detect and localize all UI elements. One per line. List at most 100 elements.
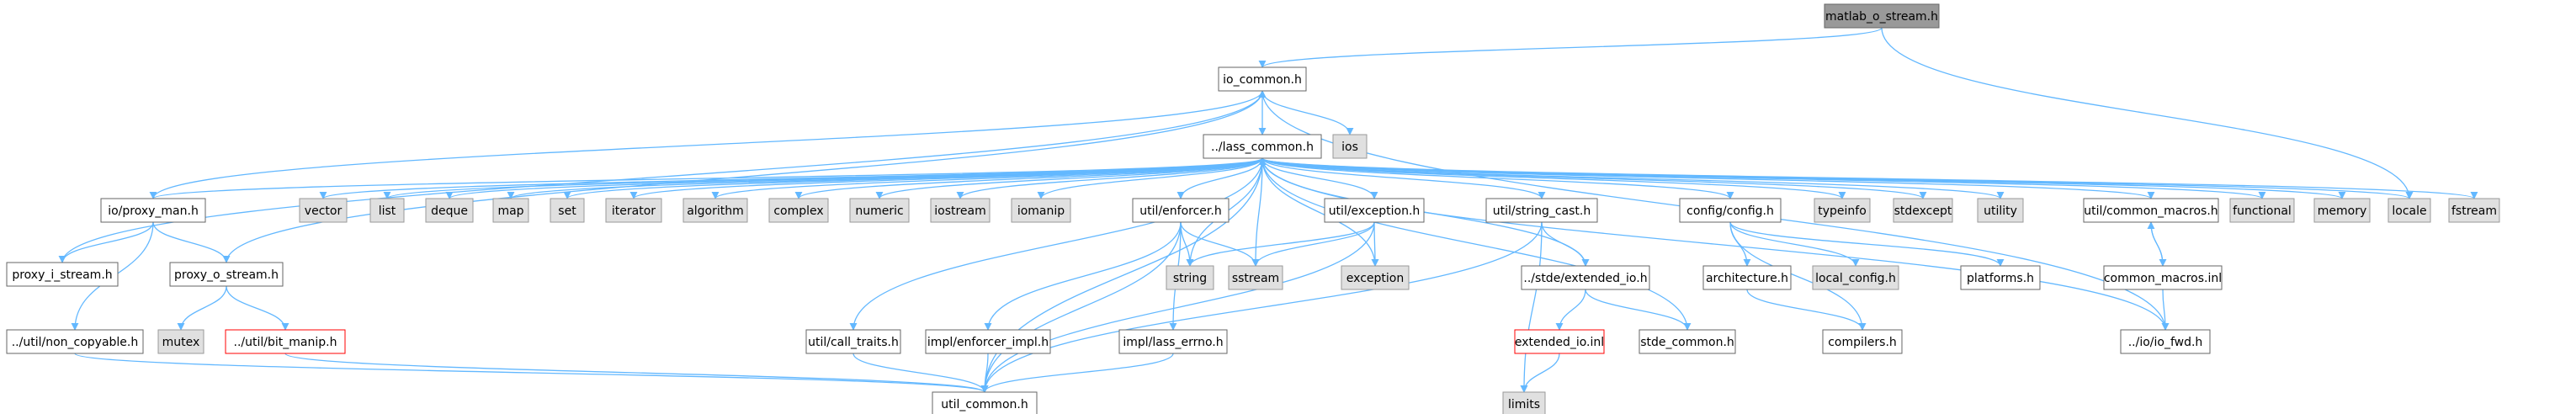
node-enforcer[interactable]: util/enforcer.h xyxy=(1132,198,1230,223)
edge-io_common-to-ios xyxy=(1261,90,1354,135)
node-locale[interactable]: locale xyxy=(2387,198,2431,223)
node-label-proxy_i_stream: proxy_i_stream.h xyxy=(12,268,112,282)
node-non_copyable[interactable]: ../util/non_copyable.h xyxy=(6,329,144,354)
node-fstream[interactable]: fstream xyxy=(2448,198,2500,223)
node-label-memory: memory xyxy=(2318,204,2367,218)
node-architecture[interactable]: architecture.h xyxy=(1702,265,1792,290)
node-util_common[interactable]: util_common.h xyxy=(932,391,1038,414)
node-label-stde_common: stde_common.h xyxy=(1640,336,1734,349)
node-io_common[interactable]: io_common.h xyxy=(1218,66,1307,92)
node-label-deque: deque xyxy=(431,204,468,218)
node-label-functional: functional xyxy=(2233,204,2292,218)
edge-matlab_o_stream-to-locale xyxy=(1881,27,2414,199)
node-exception_h[interactable]: util/exception.h xyxy=(1324,198,1425,223)
node-map[interactable]: map xyxy=(492,198,529,223)
node-io_fwd[interactable]: ../io/io_fwd.h xyxy=(2120,329,2211,354)
node-box-memory xyxy=(2313,198,2371,223)
node-ios[interactable]: ios xyxy=(1332,134,1368,159)
node-string[interactable]: string xyxy=(1166,265,1214,290)
node-numeric[interactable]: numeric xyxy=(849,198,910,223)
node-box-common_macros_inl xyxy=(2103,265,2223,290)
node-box-proxy_man xyxy=(100,198,206,223)
node-box-compilers xyxy=(1822,329,1903,354)
edge-lass_common-to-fstream xyxy=(1261,157,2478,199)
node-label-config: config/config.h xyxy=(1686,204,1774,218)
node-box-fstream xyxy=(2448,198,2500,223)
node-call_traits[interactable]: util/call_traits.h xyxy=(805,329,901,354)
node-label-io_fwd: ../io/io_fwd.h xyxy=(2128,336,2203,349)
node-common_macros_inl[interactable]: common_macros.inl xyxy=(2103,265,2223,290)
node-label-exception_h: util/exception.h xyxy=(1329,204,1421,218)
node-iterator[interactable]: iterator xyxy=(605,198,662,223)
node-stde_common[interactable]: stde_common.h xyxy=(1639,329,1736,354)
node-utility[interactable]: utility xyxy=(1977,198,2024,223)
node-enforcer_impl[interactable]: impl/enforcer_impl.h xyxy=(925,329,1051,354)
node-iomanip[interactable]: iomanip xyxy=(1011,198,1071,223)
node-set[interactable]: set xyxy=(550,198,585,223)
node-typeinfo[interactable]: typeinfo xyxy=(1814,198,1871,223)
node-local_config[interactable]: local_config.h xyxy=(1812,265,1899,290)
node-lass_common[interactable]: ../lass_common.h xyxy=(1203,134,1322,159)
node-compilers[interactable]: compilers.h xyxy=(1822,329,1903,354)
node-mutex[interactable]: mutex xyxy=(157,329,204,354)
edge-exception_h-to-util_common xyxy=(980,221,1375,393)
edge-non_copyable-to-util_common xyxy=(74,353,989,393)
node-box-set xyxy=(550,198,585,223)
node-common_macros[interactable]: util/common_macros.h xyxy=(2083,198,2219,223)
edge-proxy_man-to-io_common xyxy=(152,90,1267,199)
node-box-stde_common xyxy=(1639,329,1736,354)
node-proxy_o_stream[interactable]: proxy_o_stream.h xyxy=(169,262,284,287)
node-complex[interactable]: complex xyxy=(768,198,829,223)
edge-proxy_o_stream-to-bit_manip xyxy=(226,285,289,331)
edge-architecture-to-compilers xyxy=(1746,289,1867,331)
edge-string_cast-to-limits xyxy=(1520,221,1543,393)
node-lass_errno[interactable]: impl/lass_errno.h xyxy=(1118,329,1228,354)
node-label-platforms: platforms.h xyxy=(1967,272,2034,285)
node-box-list xyxy=(369,198,405,223)
node-vector[interactable]: vector xyxy=(299,198,348,223)
edge-proxy_man-to-proxy_i_stream xyxy=(58,221,154,263)
node-label-set: set xyxy=(558,204,576,218)
node-box-string_cast xyxy=(1485,198,1598,223)
edge-lass_common-to-numeric xyxy=(875,157,1263,199)
node-algorithm[interactable]: algorithm xyxy=(683,198,748,223)
edge-proxy_o_stream-to-io_common xyxy=(226,90,1267,263)
node-memory[interactable]: memory xyxy=(2313,198,2371,223)
node-box-local_config xyxy=(1812,265,1899,290)
node-label-enforcer: util/enforcer.h xyxy=(1139,204,1221,218)
node-box-platforms xyxy=(1960,265,2041,290)
node-config[interactable]: config/config.h xyxy=(1679,198,1782,223)
edge-string_cast-to-util_common xyxy=(980,221,1543,393)
node-proxy_i_stream[interactable]: proxy_i_stream.h xyxy=(6,262,119,287)
edge-exception_h-to-string xyxy=(1186,221,1375,267)
node-box-proxy_i_stream xyxy=(6,262,119,287)
node-limits[interactable]: limits xyxy=(1502,391,1546,414)
node-extended_io[interactable]: ../stde/extended_io.h xyxy=(1521,265,1650,290)
node-box-typeinfo xyxy=(1814,198,1871,223)
node-stdexcept[interactable]: stdexcept xyxy=(1893,198,1953,223)
node-bit_manip[interactable]: ../util/bit_manip.h xyxy=(225,329,346,354)
node-proxy_man[interactable]: io/proxy_man.h xyxy=(100,198,206,223)
node-box-bit_manip xyxy=(225,329,346,354)
edge-lass_errno-to-util_common xyxy=(980,353,1174,393)
node-list[interactable]: list xyxy=(369,198,405,223)
node-iostream[interactable]: iostream xyxy=(930,198,991,223)
node-label-exception: exception xyxy=(1346,272,1404,285)
node-exception[interactable]: exception xyxy=(1341,265,1410,290)
node-matlab_o_stream[interactable]: matlab_o_stream.h xyxy=(1824,3,1940,29)
node-label-proxy_man: io/proxy_man.h xyxy=(108,204,199,218)
node-label-ios: ios xyxy=(1341,141,1358,154)
node-functional[interactable]: functional xyxy=(2229,198,2295,223)
node-deque[interactable]: deque xyxy=(425,198,474,223)
edge-proxy_o_stream-to-mutex xyxy=(177,285,227,331)
node-box-algorithm xyxy=(683,198,748,223)
edge-lass_common-to-io_fwd xyxy=(1261,157,2170,331)
node-sstream[interactable]: sstream xyxy=(1228,265,1283,290)
edge-layer xyxy=(58,27,2478,393)
edge-extended_io-to-extended_io_inl xyxy=(1555,289,1586,331)
edge-exception_h-to-sstream xyxy=(1251,221,1375,267)
node-extended_io_inl[interactable]: extended_io.inl xyxy=(1514,329,1605,354)
node-platforms[interactable]: platforms.h xyxy=(1960,265,2041,290)
node-string_cast[interactable]: util/string_cast.h xyxy=(1485,198,1598,223)
node-label-proxy_o_stream: proxy_o_stream.h xyxy=(174,268,279,282)
